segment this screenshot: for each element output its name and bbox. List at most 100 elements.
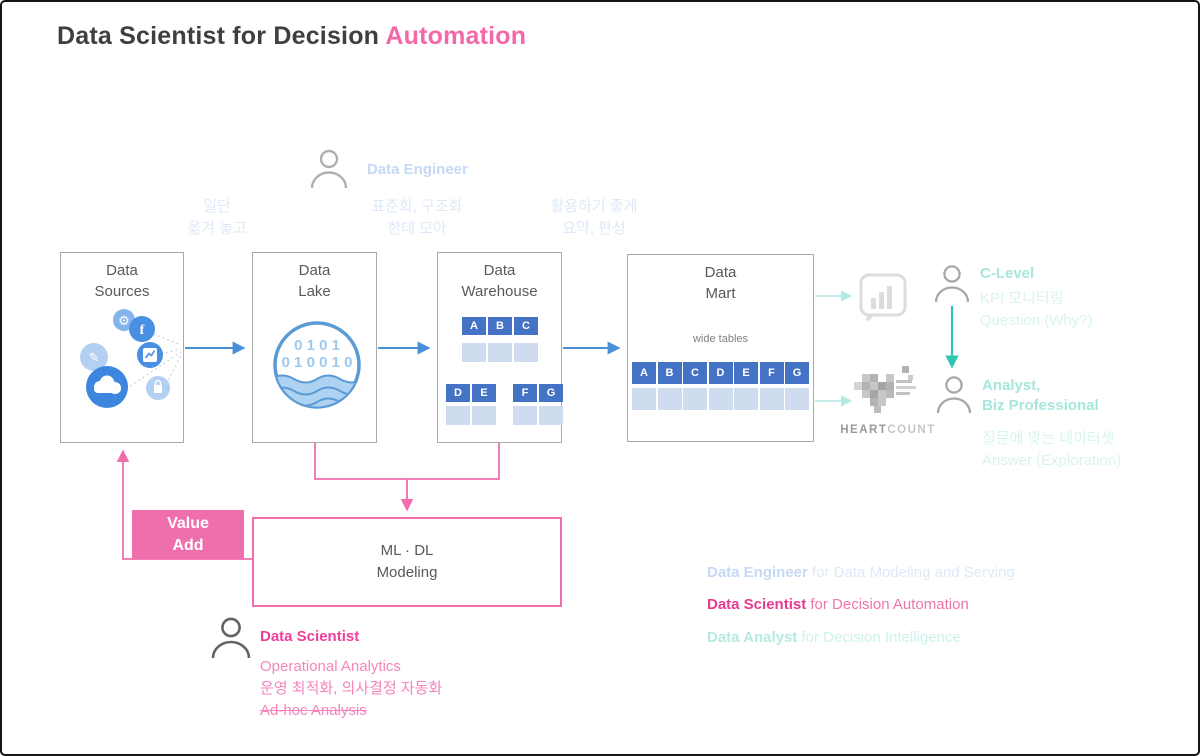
title-line: Data <box>483 262 516 279</box>
table-header-cell: F <box>513 384 537 402</box>
ml-line1: ML · DL <box>380 542 434 559</box>
analyst-label-line2: Biz Professional <box>982 397 1099 414</box>
table-cell <box>632 388 656 410</box>
data-mart-box <box>627 254 814 442</box>
table-gap <box>498 406 513 425</box>
ml-line2: Modeling <box>376 564 438 581</box>
title-line: Warehouse <box>461 283 538 300</box>
lake-binary-row1: 0 1 0 1 <box>294 337 340 354</box>
title-line: Data <box>704 264 737 281</box>
legend-scientist-desc: for Decision Automation <box>806 596 969 613</box>
warehouse-table2-row <box>446 406 565 425</box>
note-line: 한데 모아 <box>387 220 447 237</box>
scientist-line1: Operational Analytics <box>260 658 401 675</box>
legend-analyst: Data Analyst for Decision Intelligence <box>707 629 961 646</box>
table-header-cell: G <box>785 362 809 384</box>
title-prefix: Data Scientist for Decision <box>57 22 386 50</box>
scientist-line3-strikethrough: Ad-hoc Analysis <box>260 702 367 719</box>
table-gap <box>498 384 513 402</box>
table-header-cell: B <box>657 362 682 384</box>
table-header-cell: E <box>472 384 496 402</box>
legend-scientist: Data Scientist for Decision Automation <box>707 596 969 613</box>
bi-dashboard-icon <box>859 273 907 322</box>
table-cell <box>514 343 538 362</box>
table-cell <box>539 406 563 425</box>
legend-engineer-desc: for Data Modeling and Serving <box>807 564 1015 581</box>
legend-engineer-role: Data Engineer <box>707 564 808 581</box>
title-line: Mart <box>705 285 736 302</box>
engineer-person-icon <box>310 149 348 189</box>
value-add-line2: Add <box>172 536 204 554</box>
engineer-note-move: 일단 옮겨 놓고 <box>162 196 272 240</box>
table-cell <box>462 343 486 362</box>
title-line: Data <box>298 262 331 279</box>
table-cell <box>759 388 784 410</box>
data-sources-title: Data Sources <box>60 260 184 302</box>
warehouse-table2-headers: D E F G <box>446 384 565 402</box>
table-header-cell: D <box>708 362 733 384</box>
table-cell <box>708 388 733 410</box>
facebook-app-icon <box>129 316 155 342</box>
clevel-kr: KPI 모니터링 <box>980 290 1064 307</box>
data-mart-title: Data Mart <box>627 262 814 304</box>
analyst-label-line1: Analyst, <box>982 377 1041 394</box>
value-add-line1: Value <box>167 514 209 532</box>
note-line: 일단 <box>203 198 231 215</box>
table-header-cell: D <box>446 384 470 402</box>
analyst-notes: 질문에 맞는 데이터셋 Answer (Exploration) <box>982 428 1121 472</box>
title-line: Sources <box>94 283 150 300</box>
clevel-label: C-Level <box>980 265 1035 282</box>
clevel-notes: KPI 모니터링 Question (Why?) <box>980 288 1093 332</box>
table-header-cell: A <box>462 317 486 335</box>
table-cell <box>785 388 809 410</box>
table-cell <box>513 406 537 425</box>
title-line: Lake <box>298 283 331 300</box>
scientist-notes: Operational Analytics 운영 최적화, 의사결정 자동화 A… <box>260 656 442 722</box>
scientist-line2: 운영 최적화, 의사결정 자동화 <box>260 680 443 697</box>
heartcount-word-heart: HEART <box>840 424 888 436</box>
data-sources-box <box>60 252 184 443</box>
data-sources-apps-icons: ⚙ f ✎ <box>80 309 182 408</box>
analyst-kr: 질문에 맞는 데이터셋 <box>982 430 1115 447</box>
legend-engineer: Data Engineer for Data Modeling and Serv… <box>707 564 1015 581</box>
legend-scientist-role: Data Scientist <box>707 596 807 613</box>
svg-text:f: f <box>140 323 145 338</box>
clevel-person-icon <box>934 265 970 303</box>
teal-serving-lines <box>815 290 853 407</box>
table-cell <box>472 406 496 425</box>
note-line: 옮겨 놓고 <box>187 220 247 237</box>
ml-dl-modeling-box: ML · DL Modeling <box>252 517 562 607</box>
data-lake-icon: 0 1 0 1 0 1 0 0 1 0 <box>273 321 361 409</box>
table-cell <box>488 343 512 362</box>
title-highlight: Automation <box>385 22 527 50</box>
data-lake-title: Data Lake <box>252 260 377 302</box>
scientist-label: Data Scientist <box>260 628 360 645</box>
legend-analyst-role: Data Analyst <box>707 629 798 646</box>
table-cell <box>683 388 707 410</box>
wide-tables-caption: wide tables <box>692 333 749 345</box>
pencil-app-icon <box>80 343 108 371</box>
legend-analyst-desc: for Decision Intelligence <box>797 629 961 646</box>
value-add-badge: Value Add <box>132 510 244 559</box>
note-line: 요약, 편성 <box>562 220 626 237</box>
engineer-note-standardize: 표준화, 구조화 한데 모아 <box>347 196 487 240</box>
table-cell <box>734 388 758 410</box>
page-title: Data Scientist for Decision Automation <box>57 22 526 51</box>
analyst-label: Analyst, Biz Professional <box>982 376 1099 416</box>
table-header-cell: C <box>683 362 707 384</box>
data-warehouse-title: Data Warehouse <box>437 260 562 302</box>
mart-table-headers: A B C D E F G <box>632 362 811 384</box>
table-header-cell: F <box>759 362 784 384</box>
svg-text:✎: ✎ <box>89 350 100 365</box>
clevel-en: Question (Why?) <box>980 312 1093 329</box>
analyst-person-icon <box>936 376 972 414</box>
heartcount-wordmark: HEARTCOUNT <box>838 424 938 436</box>
heartcount-word-count: COUNT <box>887 424 936 436</box>
engineer-label: Data Engineer <box>367 161 468 178</box>
svg-text:⚙: ⚙ <box>118 313 130 328</box>
warehouse-table1-headers: A B C <box>462 317 540 335</box>
table-cell <box>446 406 470 425</box>
table-header-cell: C <box>514 317 538 335</box>
table-header-cell: B <box>488 317 512 335</box>
